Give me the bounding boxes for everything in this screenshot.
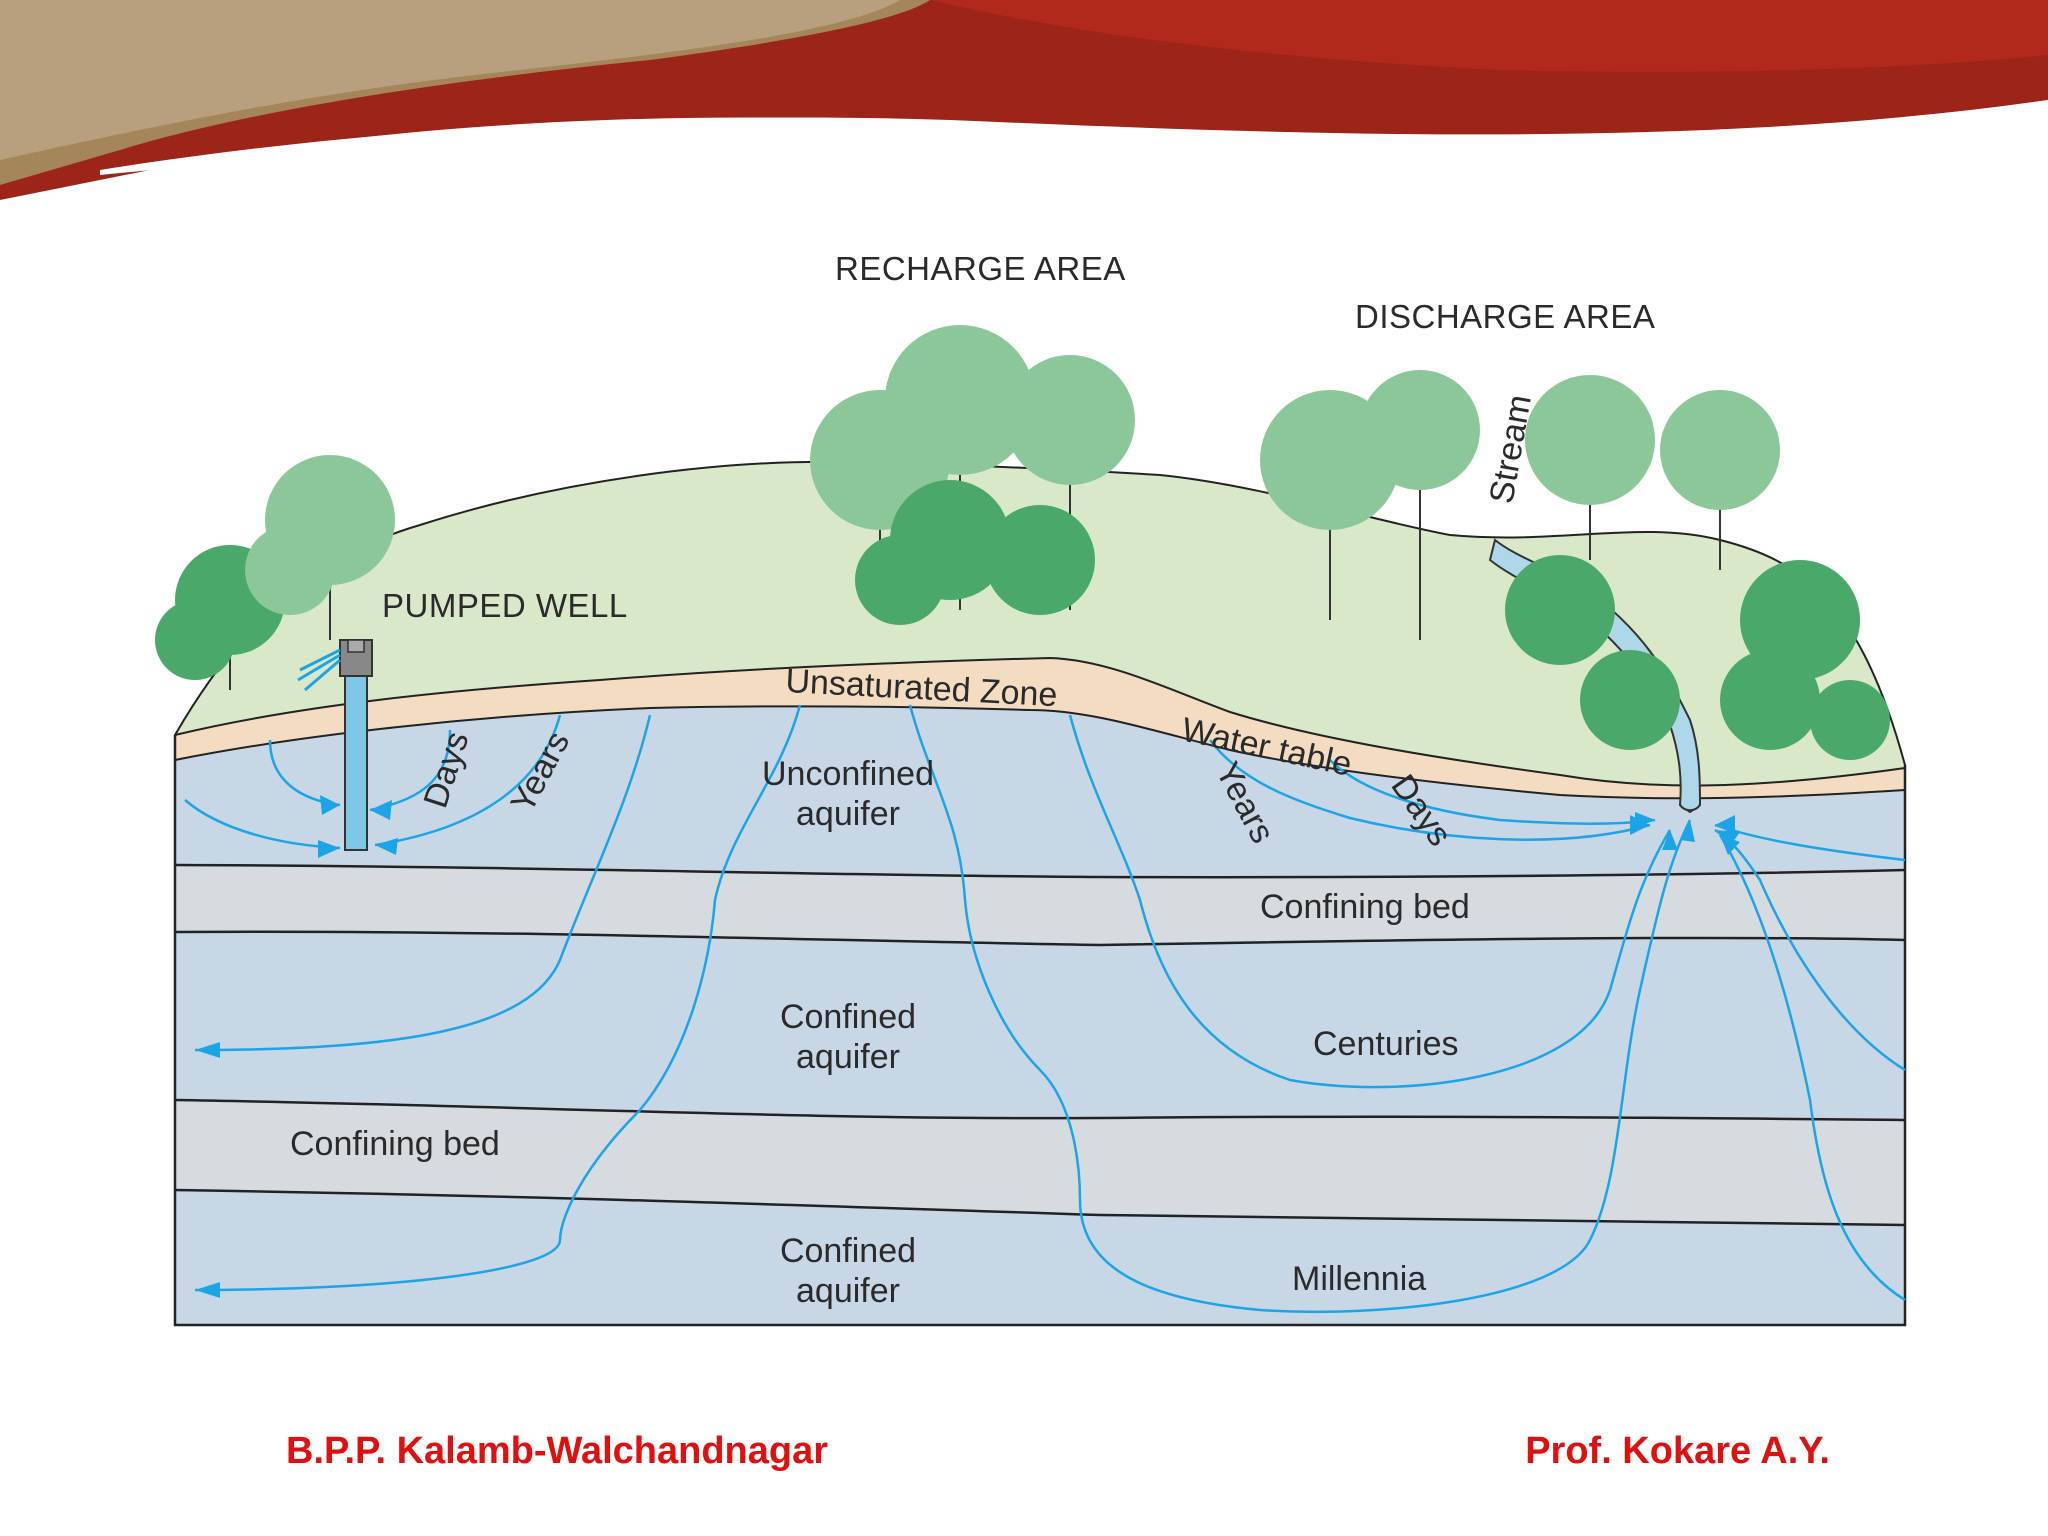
recharge-area-label: RECHARGE AREA bbox=[835, 250, 1126, 287]
trees bbox=[155, 325, 1890, 760]
lower-confining-bed bbox=[175, 1100, 1905, 1225]
confining-bed-lower-label: Confining bed bbox=[290, 1125, 500, 1163]
top-banner bbox=[0, 0, 2048, 200]
lower-confined-aquifer bbox=[175, 1190, 1905, 1325]
confined-aquifer-lower-label-2: aquifer bbox=[796, 1272, 900, 1310]
confined-aquifer-upper-label-1: Confined bbox=[780, 998, 916, 1036]
upper-confining-bed bbox=[175, 865, 1905, 945]
upper-confined-aquifer bbox=[175, 931, 1905, 1120]
confined-aquifer-upper-label-2: aquifer bbox=[796, 1038, 900, 1076]
discharge-area-label: DISCHARGE AREA bbox=[1355, 298, 1655, 335]
footer-author: Prof. Kokare A.Y. bbox=[1525, 1430, 1830, 1472]
centuries-label: Centuries bbox=[1313, 1025, 1459, 1063]
unconfined-aquifer-label-2: aquifer bbox=[796, 795, 900, 833]
confining-bed-upper-label: Confining bed bbox=[1260, 888, 1470, 926]
unconfined-aquifer-label-1: Unconfined bbox=[762, 755, 934, 793]
millennia-label: Millennia bbox=[1292, 1260, 1426, 1298]
unconfined-aquifer-layer bbox=[175, 706, 1905, 878]
footer-institution: B.P.P. Kalamb-Walchandnagar bbox=[286, 1430, 829, 1472]
tree-cluster-left bbox=[155, 455, 395, 690]
pumped-well-label: PUMPED WELL bbox=[382, 587, 628, 624]
groundwater-diagram: RECHARGE AREA DISCHARGE AREA PUMPED WELL… bbox=[155, 250, 1907, 1327]
tree-cluster-right bbox=[1260, 370, 1890, 760]
tree-cluster-center bbox=[810, 325, 1135, 625]
flow-arrows bbox=[195, 795, 1740, 1298]
confined-aquifer-lower-label-1: Confined bbox=[780, 1232, 916, 1270]
pumped-well bbox=[297, 639, 373, 851]
